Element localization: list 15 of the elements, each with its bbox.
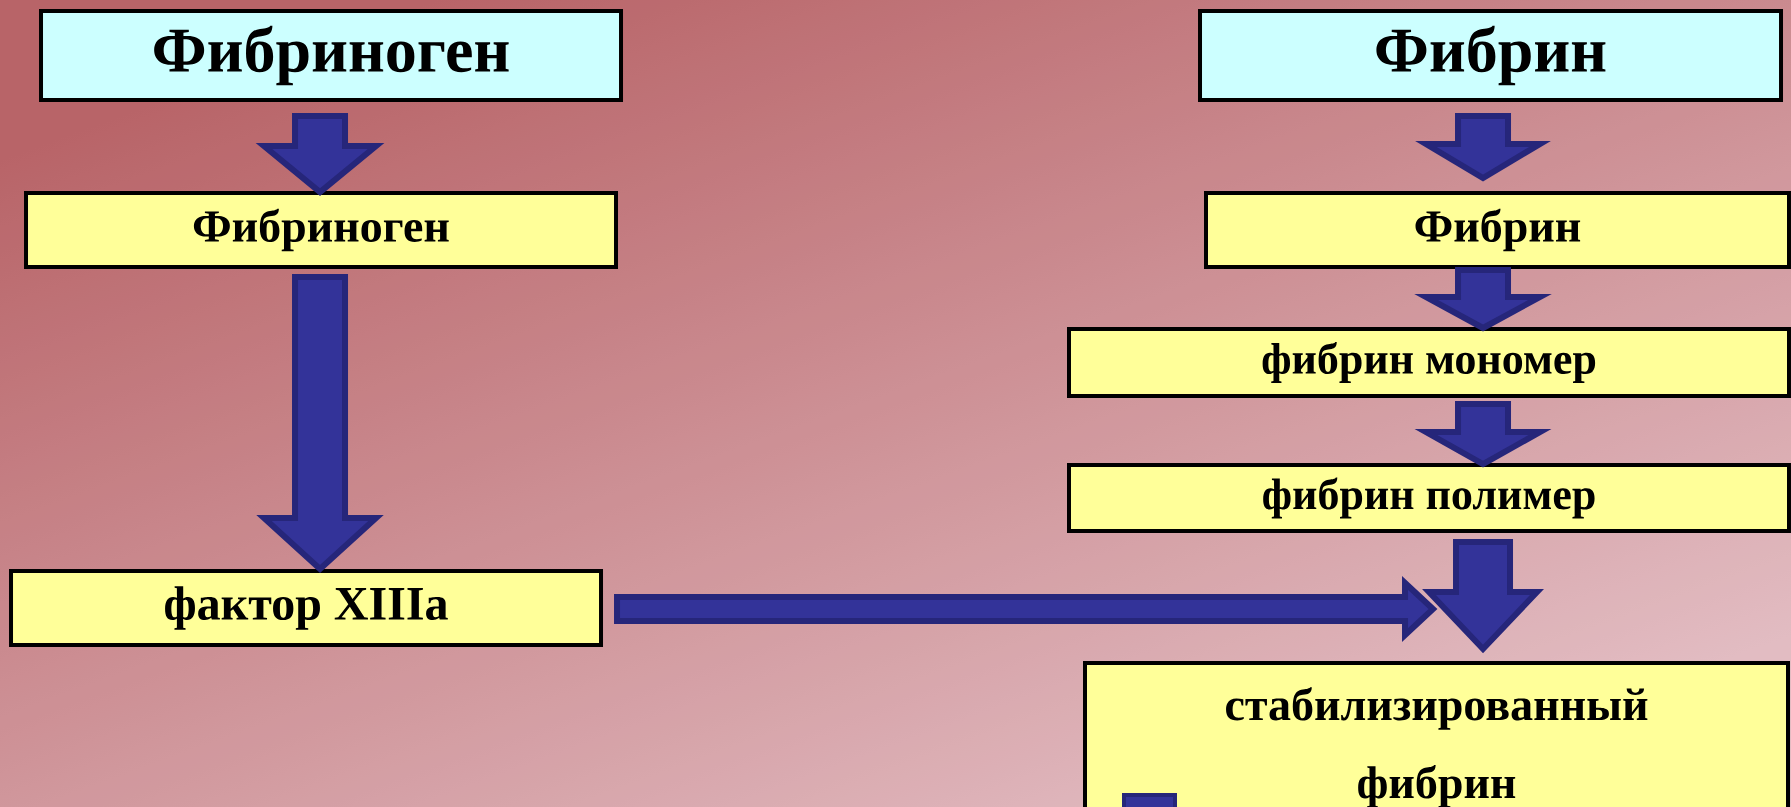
heading-box: Фибрин bbox=[1198, 9, 1783, 102]
block-arrow bbox=[1422, 539, 1544, 654]
block-arrow bbox=[1415, 113, 1551, 182]
process-box: Фибрин bbox=[1204, 191, 1791, 269]
block-arrow bbox=[1414, 401, 1552, 468]
result-box: стабилизированный фибрин bbox=[1083, 661, 1790, 807]
block-arrow bbox=[614, 576, 1438, 642]
block-arrow bbox=[1414, 267, 1552, 332]
process-box: фактор XIIIa bbox=[9, 569, 603, 647]
process-box: фибрин мономер bbox=[1067, 327, 1791, 398]
process-box: фибрин полимер bbox=[1067, 463, 1791, 533]
block-arrow bbox=[256, 274, 384, 574]
block-arrow bbox=[255, 113, 385, 196]
heading-box: Фибриноген bbox=[39, 9, 623, 102]
process-box: Фибриноген bbox=[24, 191, 618, 269]
